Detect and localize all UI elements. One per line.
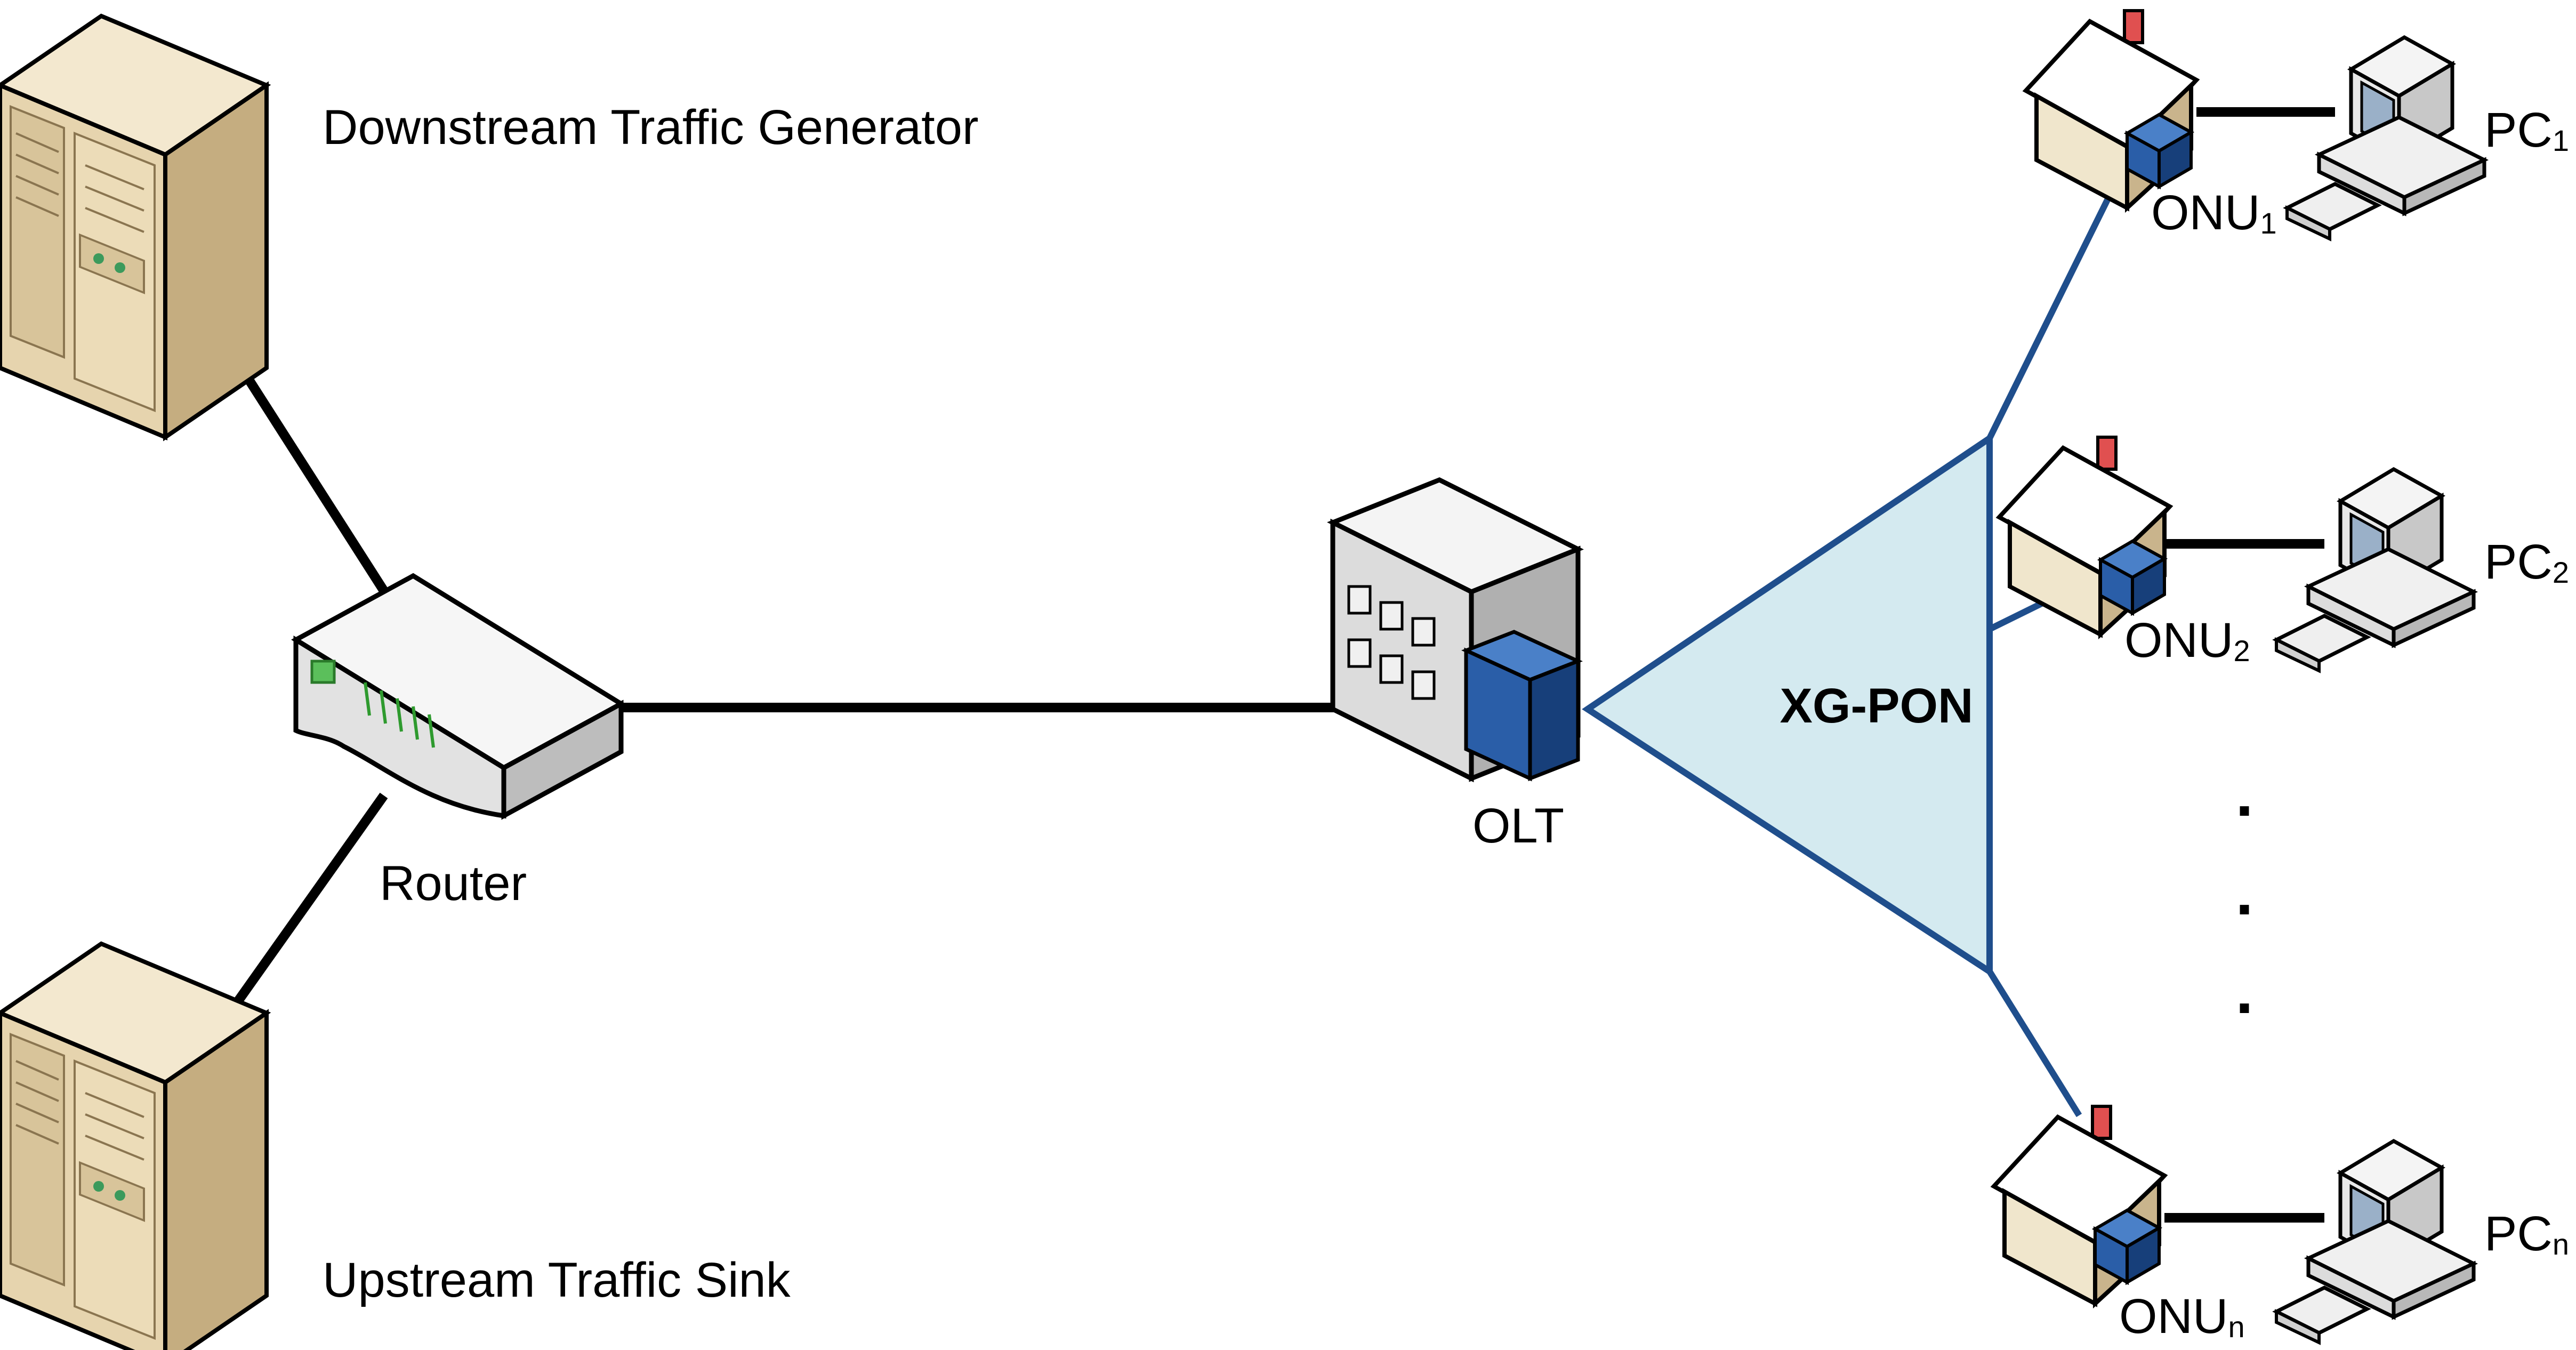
server-icon bbox=[0, 944, 267, 1350]
olt-building-icon bbox=[1327, 477, 1584, 783]
pcn-label: PCn bbox=[2484, 1207, 2569, 1261]
onu1-label: ONU1 bbox=[2151, 186, 2277, 240]
pc2-label: PC2 bbox=[2484, 535, 2569, 589]
onun-label: ONUn bbox=[2119, 1289, 2245, 1344]
ellipsis-dot: . bbox=[2235, 857, 2253, 928]
generator-label: Downstream Traffic Generator bbox=[323, 100, 979, 155]
fiber-onun bbox=[1986, 969, 2082, 1118]
cable-sink-router bbox=[226, 792, 388, 1015]
fiber-onu1 bbox=[1986, 158, 2130, 440]
ellipsis-dot: . bbox=[2235, 758, 2253, 830]
house-icon bbox=[1999, 437, 2170, 634]
pon-label: XG-PON bbox=[1780, 679, 1974, 733]
pon-splitter bbox=[1582, 432, 1993, 978]
onu2-label: ONU2 bbox=[2124, 613, 2250, 668]
router-icon bbox=[291, 573, 626, 820]
computer-icon bbox=[2276, 469, 2474, 671]
pc1-label: PC1 bbox=[2484, 103, 2569, 157]
computer-icon bbox=[2287, 37, 2484, 239]
cable-generator-router bbox=[233, 359, 388, 593]
ellipsis-dot: . bbox=[2235, 955, 2253, 1027]
olt-label: OLT bbox=[1472, 799, 1564, 853]
house-icon bbox=[2026, 11, 2196, 208]
computer-icon bbox=[2276, 1141, 2474, 1343]
router-label: Router bbox=[380, 856, 527, 911]
house-icon bbox=[1994, 1106, 2164, 1304]
sink-label: Upstream Traffic Sink bbox=[323, 1253, 791, 1307]
server-icon bbox=[0, 16, 267, 437]
